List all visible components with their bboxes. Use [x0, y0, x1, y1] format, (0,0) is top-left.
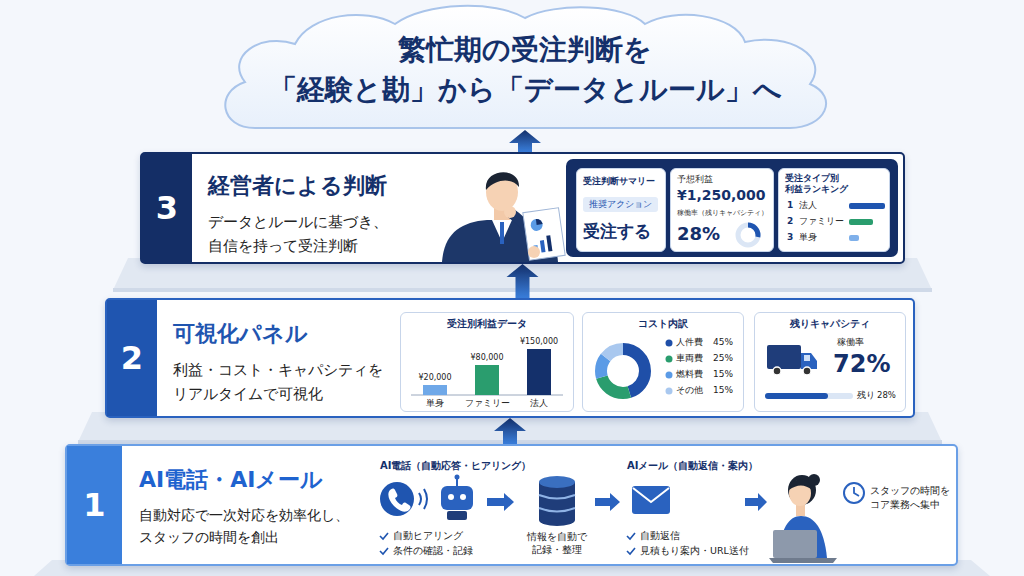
card-title: 受注タイプ別 利益ランキング: [785, 173, 881, 195]
step-number: 2: [107, 300, 157, 416]
rank-number: 3: [787, 232, 793, 243]
chart-card: 残りキャパシティ稼働率72% 残り28%: [754, 312, 906, 412]
flow-heading: AIメール（自動返信・案内）: [627, 460, 758, 473]
flow-arrow: [494, 418, 526, 444]
metric-label: 予想利益: [677, 174, 713, 185]
check-item: 見積もり案内・URL送付: [640, 545, 749, 557]
chart-card: コスト内訳人件費 45% 車両費 25% 燃料費 15% その他 15%: [582, 312, 744, 412]
chart-card: 受注別利益データ ¥20,000 ¥80,000 ¥150,000 単身ファミリー法人: [400, 312, 574, 412]
goal-cloud: 繁忙期の受注判断を 「経験と勘」から「データとルール」へ: [215, 2, 835, 130]
step-number: 3: [142, 154, 192, 262]
bar-value: ¥150,000: [509, 337, 569, 347]
metric-label: 稼働率: [837, 337, 864, 348]
metric-label: 稼働率（残りキャパシティ）: [677, 209, 768, 218]
check-item: 条件の確認・記録: [393, 545, 473, 557]
card-title: コスト内訳: [583, 318, 743, 331]
axis-label: 法人: [509, 398, 569, 409]
summary-card: 受注判断サマリー推奨アクション受注する: [576, 168, 666, 252]
legend-name: 車両費: [676, 353, 703, 364]
legend-value: 25%: [713, 353, 733, 364]
card-title: 受注別利益データ: [401, 318, 573, 331]
step-heading: AI電話・AIメール: [139, 466, 323, 494]
step-number: 1: [67, 446, 122, 564]
check-item: 自動ヒアリング: [393, 530, 463, 542]
step-heading: 経営者による判断: [208, 172, 387, 200]
legend-value: 45%: [713, 337, 733, 348]
metric-label: 残り: [857, 390, 875, 401]
flow-caption: 情報を自動で 記録・整理: [517, 530, 597, 556]
step-heading: 可視化パネル: [173, 320, 308, 348]
legend-value: 15%: [713, 369, 733, 380]
action-tag: 推奨アクション: [583, 197, 658, 212]
ranking-card: 受注タイプ別 利益ランキング 1 法人 2 ファミリー 3 単身: [778, 168, 890, 252]
metric-value: 28%: [877, 390, 896, 401]
flow-arrow: [507, 264, 539, 298]
legend-name: 人件費: [676, 337, 703, 348]
rank-number: 2: [787, 216, 793, 227]
flow-arrow: [509, 130, 541, 152]
rank-name: 法人: [799, 200, 817, 211]
flow-heading: AI電話（自動応答・ヒアリング）: [380, 460, 531, 473]
legend-name: その他: [676, 385, 703, 396]
card-title: 受注判断サマリー: [583, 175, 655, 187]
rank-name: 単身: [799, 232, 817, 243]
metric-value: 72%: [833, 349, 890, 379]
flow-caption: スタッフの時間を コア業務へ集中: [870, 484, 954, 512]
check-item: 自動返信: [640, 530, 680, 542]
step-description: 利益・コスト・キャパシティを リアルタイムで可視化: [173, 358, 393, 406]
metric-value: 28%: [677, 223, 720, 246]
metric-value: ¥1,250,000: [677, 187, 766, 205]
card-title: 残りキャパシティ: [755, 318, 905, 331]
rank-number: 1: [787, 200, 793, 211]
diagram-title: 繁忙期の受注判断を 「経験と勘」から「データとルール」へ: [245, 30, 805, 110]
step-description: 自動対応で一次対応を効率化し、 スタッフの時間を創出: [139, 504, 359, 548]
bar-value: ¥80,000: [457, 353, 517, 363]
rank-name: ファミリー: [799, 216, 844, 227]
metric-card: 予想利益 ¥1,250,000 稼働率（残りキャパシティ） 28%: [670, 168, 774, 252]
step-band: 1 AI電話・AIメール自動対応で一次対応を効率化し、 スタッフの時間を創出 AI電…: [65, 444, 958, 566]
axis-label: 単身: [405, 398, 465, 409]
legend-name: 燃料費: [676, 369, 703, 380]
legend-value: 15%: [713, 385, 733, 396]
step-band: 3 経営者による判断データとルールに基づき、 自信を持って受注判断 受注判断サマリー…: [140, 152, 905, 264]
action-value: 受注する: [583, 221, 651, 242]
axis-label: ファミリー: [457, 398, 517, 409]
bar-value: ¥20,000: [405, 373, 465, 383]
step-description: データとルールに基づき、 自信を持って受注判断: [208, 210, 428, 258]
step-band: 2 可視化パネル利益・コスト・キャパシティを リアルタイムで可視化 受注別利益デー…: [105, 298, 915, 418]
